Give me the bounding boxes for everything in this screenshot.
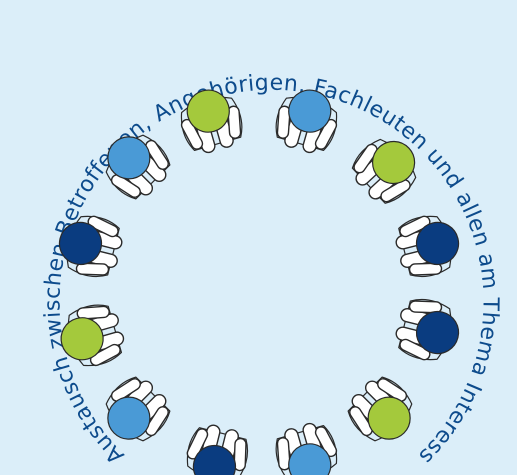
person-head bbox=[367, 396, 411, 440]
person-head bbox=[60, 317, 104, 361]
left-arm bbox=[180, 118, 204, 150]
right-arm bbox=[76, 305, 110, 320]
left-arm bbox=[75, 262, 110, 276]
seated-person bbox=[58, 215, 123, 278]
right-arm bbox=[87, 215, 119, 238]
chair-outline bbox=[186, 427, 249, 475]
person-head bbox=[192, 444, 237, 475]
person-head bbox=[107, 136, 151, 180]
right-arm bbox=[380, 179, 411, 203]
right-arm bbox=[145, 139, 169, 170]
person-head bbox=[371, 140, 416, 185]
person-head bbox=[107, 396, 151, 440]
person-head bbox=[58, 221, 103, 266]
seated-person bbox=[60, 304, 125, 367]
left-arm bbox=[110, 174, 141, 198]
left-arm bbox=[377, 378, 408, 402]
person-head bbox=[415, 310, 460, 355]
seated-person bbox=[186, 424, 249, 475]
left-arm bbox=[89, 343, 121, 367]
left-arm bbox=[276, 105, 291, 139]
right-arm bbox=[276, 437, 291, 471]
right-arm bbox=[227, 105, 242, 139]
person-head bbox=[288, 443, 332, 475]
seated-person bbox=[275, 89, 338, 154]
right-arm bbox=[349, 406, 373, 437]
left-arm bbox=[145, 406, 169, 437]
left-arm bbox=[314, 426, 338, 458]
left-arm bbox=[399, 215, 431, 238]
right-arm bbox=[314, 118, 338, 150]
left-arm bbox=[353, 143, 378, 174]
person-head bbox=[415, 221, 460, 266]
right-arm bbox=[186, 428, 209, 460]
person-head bbox=[288, 89, 332, 133]
person-head bbox=[186, 89, 230, 133]
seated-person bbox=[395, 298, 460, 361]
seated-person bbox=[105, 134, 171, 200]
left-arm bbox=[233, 437, 247, 472]
right-arm bbox=[399, 338, 431, 361]
seated-person bbox=[180, 89, 243, 154]
seated-person bbox=[275, 422, 338, 475]
people-ring bbox=[58, 89, 460, 475]
seated-person bbox=[395, 215, 460, 278]
seated-person bbox=[351, 138, 417, 204]
seated-person bbox=[347, 376, 413, 442]
seated-person bbox=[105, 376, 171, 442]
left-arm bbox=[408, 300, 443, 314]
right-arm bbox=[408, 262, 443, 276]
right-arm bbox=[110, 378, 141, 402]
chair-outline bbox=[275, 424, 338, 475]
